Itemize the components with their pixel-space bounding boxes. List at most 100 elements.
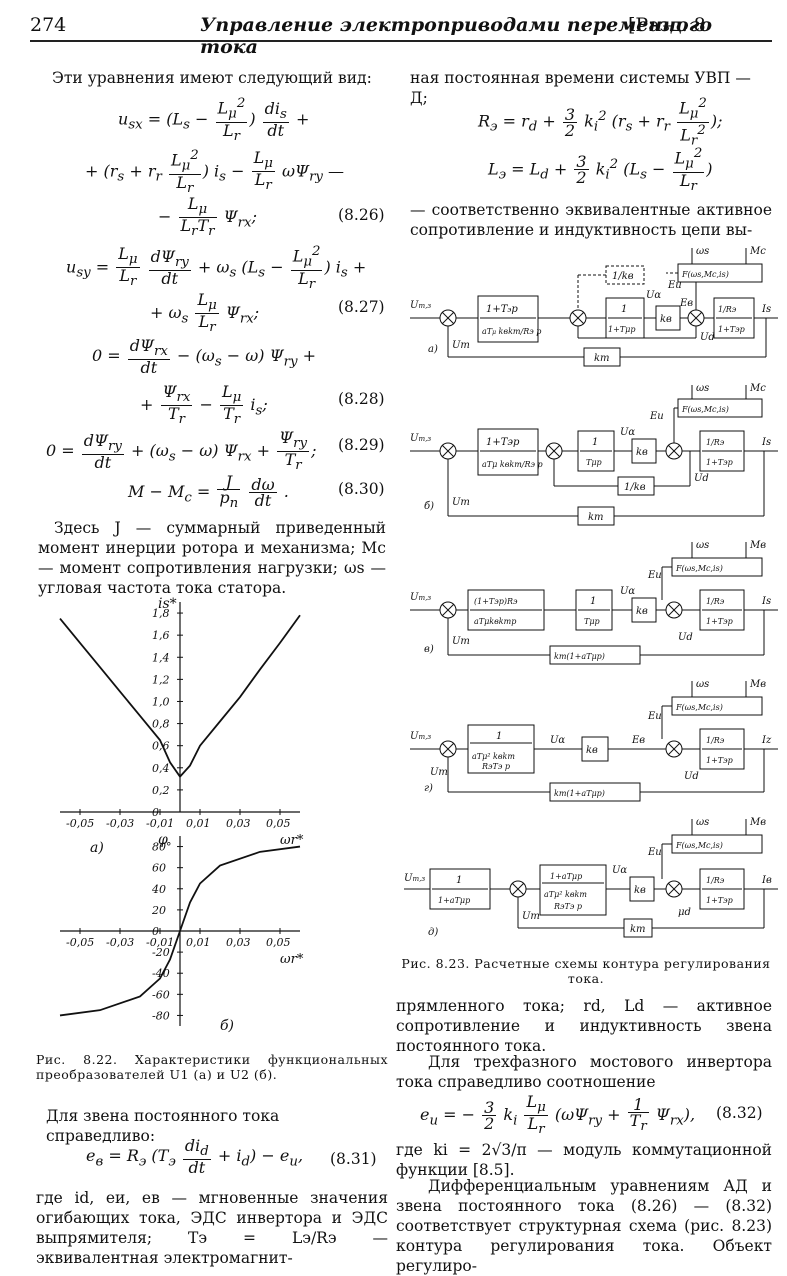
svg-text:kт(1+aTμp): kт(1+aTμp) — [554, 652, 605, 661]
x-tick-label-0-5: 0,05 — [266, 817, 291, 830]
svg-text:aTμkвkтp: aTμkвkтp — [474, 617, 516, 626]
svg-text:F(ωs,Mс,is): F(ωs,Mс,is) — [681, 405, 729, 414]
svg-text:Eи: Eи — [667, 280, 682, 291]
fig-822-caption: Рис. 8.22. Характеристики функциональных… — [36, 1052, 388, 1082]
eq-827-label: (8.27) — [338, 298, 385, 316]
svg-text:1+Tэp: 1+Tэp — [706, 756, 733, 765]
svg-text:ωs: ωs — [696, 383, 709, 394]
y-tick-label-0-8: 1,6 — [152, 629, 170, 642]
y-tick-label-1-7: 60 — [152, 862, 166, 875]
y-tick-label-1-3: -20 — [152, 946, 170, 959]
svg-text:kв: kв — [586, 745, 598, 756]
x-tick-label-0-0: -0,05 — [66, 817, 94, 830]
right-top-line: ная постоянная времени системы УВП — Д; — [410, 69, 751, 107]
y-tick-label-0-9: 1,8 — [152, 607, 170, 620]
x-tick-label-0-2: -0,01 — [146, 817, 174, 830]
svg-text:Uт,з: Uт,з — [404, 873, 425, 884]
paragraph-structure: Дифференциальным уравнениям АД и звена п… — [396, 1177, 772, 1275]
svg-text:б): б) — [424, 501, 434, 512]
svg-text:1/Rэ: 1/Rэ — [718, 305, 737, 314]
svg-text:Ud: Ud — [694, 473, 709, 484]
svg-text:Mв: Mв — [749, 817, 766, 828]
page-number: 274 — [30, 14, 67, 36]
eq-828-label: (8.28) — [338, 390, 385, 408]
diagram-g: Uт,з 1 aTμ² kвkт RэTэ p Uα kв Eв 1/Rэ 1+… — [410, 679, 778, 802]
svg-text:Uα: Uα — [620, 586, 635, 597]
svg-text:RэTэ p: RэTэ p — [481, 762, 510, 771]
svg-text:Ud: Ud — [678, 632, 693, 643]
paragraph-ki: где ki = 2√3/π — модуль коммутационной ф… — [396, 1141, 772, 1179]
y-tick-label-1-6: 40 — [151, 883, 166, 896]
svg-text:F(ωs,Mс,is): F(ωs,Mс,is) — [675, 841, 723, 850]
svg-text:в): в) — [424, 644, 434, 655]
x-tick-label-1-5: 0,05 — [266, 936, 291, 949]
paragraph-equivalent: — соответственно эквивалентные активное … — [410, 201, 772, 239]
y-tick-label-0-5: 1,0 — [152, 695, 170, 708]
svg-text:Uт: Uт — [452, 497, 470, 508]
svg-text:1+Tэp: 1+Tэp — [486, 437, 520, 448]
svg-text:1: 1 — [496, 731, 502, 742]
svg-text:(1+Tэp)Rэ: (1+Tэp)Rэ — [474, 597, 518, 606]
y-tick-label-1-1: -60 — [152, 988, 170, 1001]
intro-text: Эти уравнения имеют следующий вид: — [52, 69, 372, 87]
svg-text:Uα: Uα — [612, 865, 627, 876]
svg-text:kв: kв — [660, 314, 672, 325]
y-tick-label-0-7: 1,4 — [152, 651, 170, 664]
fig-823-block-diagrams: Uт,з 1+Tэp aTμ kвkт/Rэ p 1 1+Tμp Uα kв 1… — [404, 246, 778, 938]
svg-text:aTμ kвkт/Rэ p: aTμ kвkт/Rэ p — [482, 327, 541, 336]
svg-text:1: 1 — [621, 304, 627, 315]
svg-text:Eи: Eи — [647, 570, 662, 581]
svg-text:1/Rэ: 1/Rэ — [706, 876, 725, 885]
y-tick-label-0-1: 0,2 — [152, 784, 170, 797]
svg-text:г): г) — [424, 783, 433, 794]
x-tick-label-0-3: 0,01 — [186, 817, 211, 830]
svg-text:Eв: Eв — [631, 735, 645, 746]
y-tick-label-1-2: -40 — [152, 967, 170, 980]
svg-text:F(ωs,Mс,is): F(ωs,Mс,is) — [675, 564, 723, 573]
page-header: 274 Управление электроприводами переменн… — [30, 14, 770, 58]
svg-text:kв: kв — [636, 447, 648, 458]
y-tick-label-0-6: 1,2 — [152, 673, 170, 686]
svg-text:Is: Is — [761, 304, 771, 315]
section-label: [Разд. 8 — [628, 14, 706, 36]
x-tick-label-0-1: -0,03 — [106, 817, 134, 830]
svg-text:1+Tэp: 1+Tэp — [718, 325, 745, 334]
svg-text:Mв: Mв — [749, 540, 766, 551]
svg-text:1+Tэp: 1+Tэp — [486, 304, 518, 315]
x-axis-label-0: ωr* — [280, 833, 304, 848]
series-line-1-0 — [59, 845, 301, 1017]
svg-text:Is: Is — [761, 437, 771, 448]
svg-text:Uт: Uт — [522, 911, 540, 922]
svg-text:д): д) — [428, 927, 438, 938]
y-tick-label-1-0: -80 — [152, 1009, 170, 1022]
svg-text:ωs: ωs — [696, 817, 709, 828]
paragraph-envelopes: где id, eи, eв — мгновенные значения оги… — [36, 1189, 388, 1267]
y-axis-label-0: is* — [158, 596, 177, 612]
svg-text:Uт,з: Uт,з — [410, 433, 431, 444]
eq-829-label: (8.29) — [338, 436, 385, 454]
svg-text:1/Rэ: 1/Rэ — [706, 597, 725, 606]
svg-text:1+Tэp: 1+Tэp — [706, 896, 733, 905]
svg-text:a): a) — [428, 344, 438, 355]
eq-826-label: (8.26) — [338, 206, 385, 224]
svg-text:F(ωs,Mc,is): F(ωs,Mc,is) — [675, 703, 723, 712]
svg-text:Uт: Uт — [452, 340, 470, 351]
svg-text:1+aTμp: 1+aTμp — [550, 872, 582, 881]
eq-832-label: (8.32) — [716, 1104, 763, 1122]
paragraph-rectified: прямленного тока; rd, Ld — активное сопр… — [396, 997, 772, 1055]
svg-text:Iв: Iв — [761, 875, 772, 886]
diagram-v: Uт,з (1+Tэp)Rэ aTμkвkтp 1 Tμp Uα kв 1/Rэ… — [410, 540, 778, 665]
svg-text:1+aTμp: 1+aTμp — [438, 896, 470, 905]
svg-text:Uα: Uα — [550, 735, 565, 746]
svg-text:1/kв: 1/kв — [612, 271, 634, 282]
eq-830-label: (8.30) — [338, 480, 385, 498]
svg-text:Uт: Uт — [430, 767, 448, 778]
